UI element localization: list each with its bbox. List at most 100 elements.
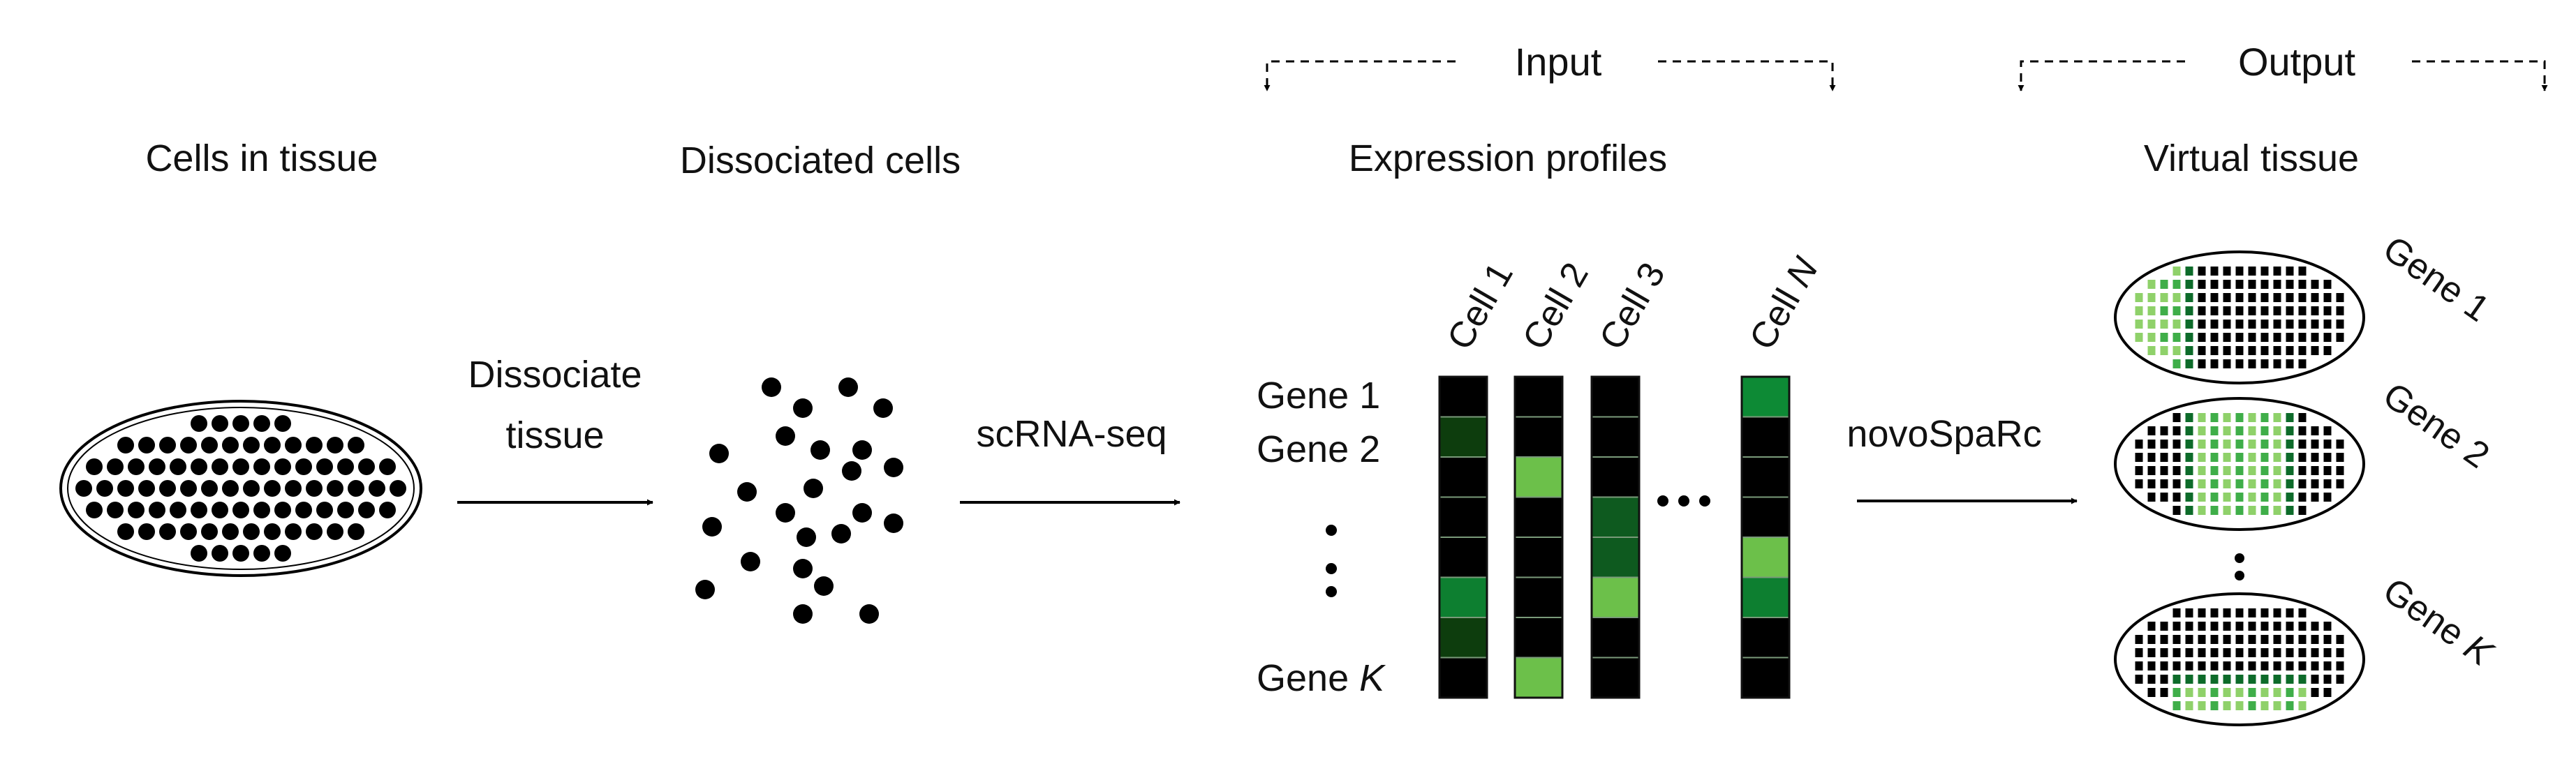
virtual-tissue-cell: [2235, 608, 2244, 617]
virtual-tissue-cell: [2185, 320, 2193, 329]
virtual-tissue-cell: [2172, 413, 2181, 422]
virtual-tissue-cell: [2135, 648, 2143, 657]
virtual-gene-label-prefix: Gene: [2376, 228, 2480, 318]
virtual-tissue-cell: [2311, 346, 2319, 355]
virtual-tissue-cell: [2298, 701, 2307, 710]
virtual-tissue-cell: [2286, 479, 2294, 488]
matrix-cell: [1741, 576, 1790, 618]
virtual-gene-label-prefix: Gene: [2376, 570, 2480, 660]
virtual-tissue-cell: [2223, 635, 2231, 644]
virtual-tissue-cell: [2311, 453, 2319, 462]
virtual-tissue-cell: [2286, 346, 2294, 355]
virtual-tissue-cell: [2210, 320, 2219, 329]
virtual-tissue-cell: [2172, 440, 2181, 449]
virtual-tissue-cell: [2323, 635, 2332, 644]
tissue-cell-dot: [369, 480, 385, 497]
output-label: Output: [2238, 40, 2356, 84]
virtual-tissue-cell: [2248, 675, 2256, 684]
virtual-tissue-cell: [2298, 493, 2307, 502]
virtual-ellipsis-dot: [2235, 571, 2244, 580]
tissue-cell-dot: [316, 458, 333, 475]
tissue-cell-dot: [75, 480, 92, 497]
virtual-tissue-cell: [2172, 648, 2181, 657]
dissociated-cell-dot: [793, 398, 813, 418]
virtual-tissue-cell: [2336, 293, 2344, 302]
virtual-tissue-cell: [2172, 701, 2181, 710]
virtual-tissue-cell: [2235, 466, 2244, 475]
virtual-tissue-cell: [2298, 466, 2307, 475]
tissue-cell-dot: [243, 523, 260, 540]
virtual-tissue-cell: [2210, 413, 2219, 422]
virtual-tissue-cell: [2235, 675, 2244, 684]
virtual-tissue-cell: [2198, 648, 2206, 657]
virtual-tissue-cell: [2235, 426, 2244, 435]
virtual-tissue-cell: [2223, 293, 2231, 302]
virtual-tissue-cell: [2260, 675, 2269, 684]
virtual-tissue-cell: [2160, 479, 2168, 488]
matrix-cell: [1741, 496, 1790, 538]
matrix-cell: [1741, 456, 1790, 498]
virtual-tissue-cell: [2235, 479, 2244, 488]
virtual-tissue-cell: [2172, 466, 2181, 475]
virtual-tissue-cell: [2198, 320, 2206, 329]
dissociated-cell-dot: [842, 461, 861, 481]
dissociated-cell-dot: [793, 604, 813, 624]
dissociate-label-line1: Dissociate: [468, 354, 642, 396]
virtual-tissue-cell: [2248, 661, 2256, 670]
virtual-tissue-cell: [2160, 622, 2168, 631]
virtual-tissue-cell: [2147, 280, 2156, 289]
virtual-tissue-cell: [2198, 440, 2206, 449]
virtual-tissue-cell: [2135, 661, 2143, 670]
virtual-tissue-cell: [2260, 622, 2269, 631]
virtual-tissue-cell: [2160, 675, 2168, 684]
tissue-cell-dot: [117, 480, 134, 497]
virtual-tissue-cell: [2185, 661, 2193, 670]
virtual-tissue-cell: [2210, 635, 2219, 644]
virtual-tissue-cell: [2223, 466, 2231, 475]
output-bracket-left-arm: [2018, 60, 2185, 91]
virtual-tissue-cell: [2298, 635, 2307, 644]
row-label-gene-k-prefix: Gene: [1257, 657, 1359, 699]
tissue-cell-dot: [222, 480, 239, 497]
virtual-tissue-cell: [2273, 413, 2281, 422]
dissociated-cell-dot: [859, 604, 879, 624]
virtual-tissue-cell: [2273, 648, 2281, 657]
tissue-cell-dot: [243, 480, 260, 497]
column-ellipsis-dot: [1657, 495, 1668, 507]
virtual-tissue-cell: [2235, 346, 2244, 355]
virtual-tissue-cell: [2198, 479, 2206, 488]
virtual-tissue-cell: [2248, 306, 2256, 315]
virtual-tissue-cell: [2298, 440, 2307, 449]
virtual-tissue-cell: [2298, 622, 2307, 631]
virtual-tissue-cell: [2185, 675, 2193, 684]
virtual-tissue-cell: [2286, 608, 2294, 617]
virtual-tissue-cell: [2336, 453, 2344, 462]
virtual-tissue-cell: [2298, 359, 2307, 368]
virtual-tissue-cell: [2135, 635, 2143, 644]
virtual-tissue-cell: [2235, 306, 2244, 315]
tissue-cell-dot: [379, 458, 396, 475]
virtual-tissue-cell: [2248, 280, 2256, 289]
virtual-tissue-cell: [2223, 506, 2231, 515]
tissue-cell-dot: [337, 502, 354, 518]
dissociated-cell-dot: [838, 377, 858, 397]
virtual-tissue-cell: [2273, 661, 2281, 670]
virtual-tissue-cell: [2260, 267, 2269, 276]
tissue-cell-dot: [306, 437, 323, 454]
tissue-ellipse: [59, 400, 422, 577]
virtual-tissue-cell: [2336, 466, 2344, 475]
virtual-tissue-cell: [2323, 648, 2332, 657]
virtual-tissue-cell: [2235, 622, 2244, 631]
tissue-cell-dot: [348, 480, 364, 497]
virtual-tissue-cell: [2135, 333, 2143, 342]
matrix-cell: [1591, 456, 1640, 498]
virtual-tissue-cell: [2286, 493, 2294, 502]
virtual-tissue-cell: [2260, 359, 2269, 368]
virtual-tissue-cell: [2135, 479, 2143, 488]
virtual-tissue-cell: [2210, 306, 2219, 315]
virtual-tissue-cell: [2311, 440, 2319, 449]
virtual-tissue-cell: [2135, 320, 2143, 329]
virtual-tissue-cell: [2273, 346, 2281, 355]
row-ellipsis: [1326, 525, 1337, 597]
matrix-cell: [1591, 576, 1640, 618]
